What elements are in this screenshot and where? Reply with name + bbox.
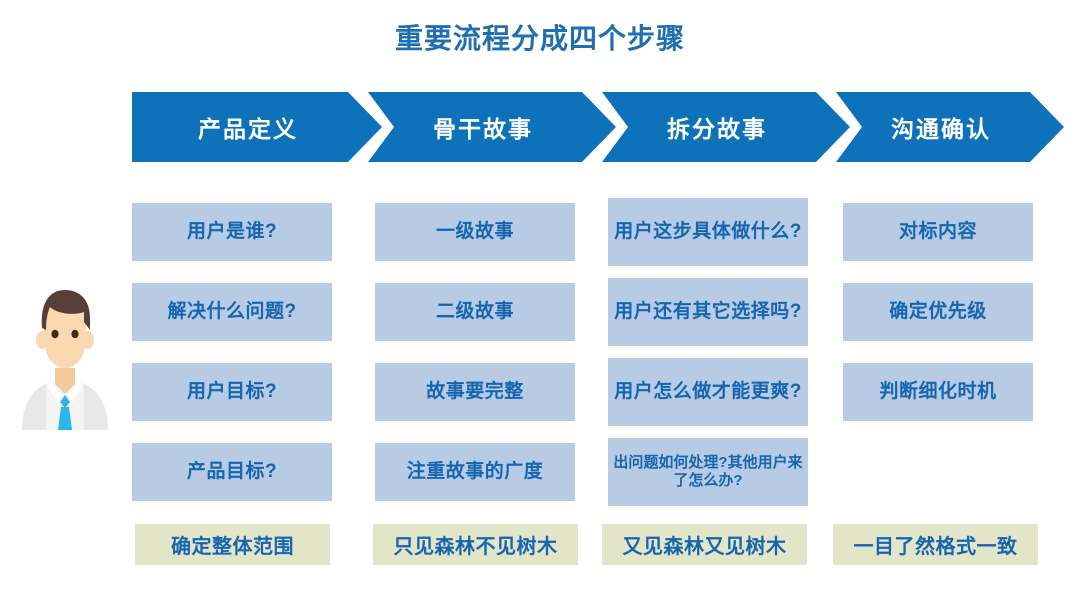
businessman-avatar [16,282,114,430]
process-item-cell[interactable]: 用户还有其它选择吗? [608,278,808,346]
process-item-label: 一级故事 [435,221,514,243]
process-item-label: 判断细化时机 [879,381,997,403]
process-item-cell[interactable]: 产品目标? [132,443,332,501]
process-item-cell[interactable]: 故事要完整 [375,363,575,421]
process-summary-label: 一目了然格式一致 [853,536,1018,558]
process-summary-cell-2[interactable]: 只见森林不见树木 [373,524,578,565]
process-step-header-label: 沟通确认 [891,116,991,142]
process-step-header-label: 骨干故事 [433,116,533,142]
process-summary-label: 又见森林又见树木 [622,536,787,558]
process-step-header-2[interactable]: 骨干故事 [368,92,616,162]
process-item-label: 用户目标? [186,381,278,403]
page-title: 重要流程分成四个步骤 [394,23,685,54]
process-item-cell[interactable]: 一级故事 [375,203,575,261]
process-item-cell[interactable]: 判断细化时机 [843,363,1033,421]
process-step-header-label: 产品定义 [198,116,298,142]
process-item-label: 产品目标? [186,461,278,483]
process-item-label: 注重故事的广度 [406,461,544,483]
process-summary-cell-4[interactable]: 一目了然格式一致 [833,524,1038,565]
process-item-cell[interactable]: 确定优先级 [843,283,1033,341]
process-item-cell[interactable]: 出问题如何处理?其他用户来了怎么办? [608,438,808,506]
process-summary-cell-3[interactable]: 又见森林又见树木 [602,524,807,565]
process-item-label: 二级故事 [435,301,514,323]
process-arrow-row: 产品定义 骨干故事 拆分故事 沟通确认 [132,92,1064,162]
process-item-label: 用户怎么做才能更爽? [614,381,802,403]
process-step-header-3[interactable]: 拆分故事 [602,92,850,162]
process-item-label: 对标内容 [898,221,977,243]
process-item-cell[interactable]: 用户是谁? [132,203,332,261]
process-item-cell[interactable]: 注重故事的广度 [375,443,575,501]
process-step-header-label: 拆分故事 [667,116,767,142]
process-item-label: 确定优先级 [889,301,987,323]
process-item-cell[interactable]: 二级故事 [375,283,575,341]
process-item-cell[interactable]: 用户这步具体做什么? [608,198,808,266]
avatar-icon [22,290,108,430]
process-item-label: 用户是谁? [186,221,278,243]
process-summary-label: 确定整体范围 [171,536,294,558]
process-step-header-4[interactable]: 沟通确认 [836,92,1064,162]
process-item-label: 解决什么问题? [167,301,297,323]
process-summary-cell-1[interactable]: 确定整体范围 [135,524,330,565]
process-item-label: 用户还有其它选择吗? [614,301,802,323]
process-item-cell[interactable]: 用户目标? [132,363,332,421]
process-item-label: 故事要完整 [426,381,524,403]
process-item-label: 用户这步具体做什么? [614,221,802,243]
process-item-cell[interactable]: 解决什么问题? [132,283,332,341]
process-item-cell[interactable]: 用户怎么做才能更爽? [608,358,808,426]
process-item-label: 出问题如何处理?其他用户来了怎么办? [613,454,803,489]
process-step-header-1[interactable]: 产品定义 [132,92,382,162]
process-summary-label: 只见森林不见树木 [393,536,558,558]
process-item-cell[interactable]: 对标内容 [843,203,1033,261]
